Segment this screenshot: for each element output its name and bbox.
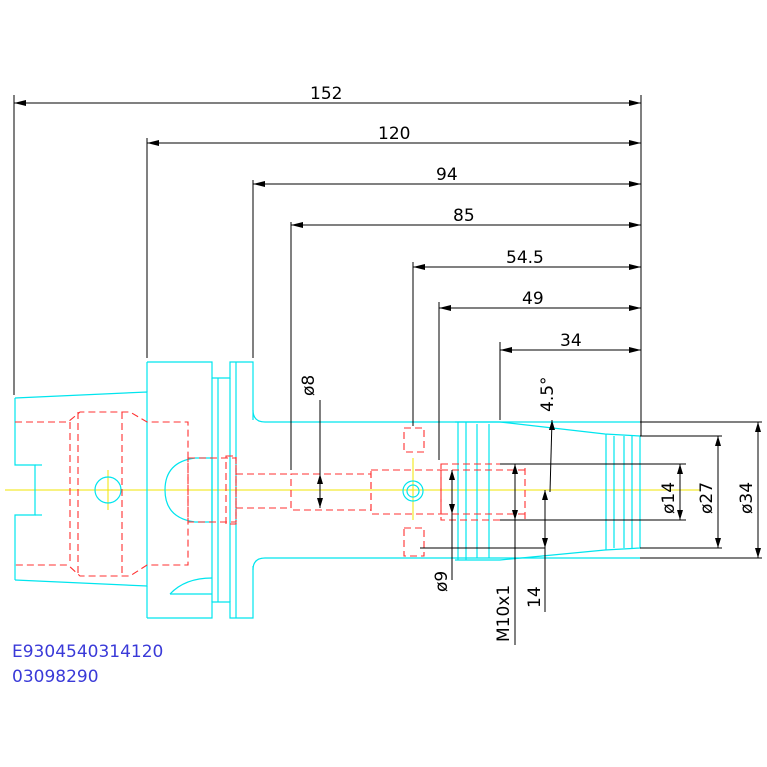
part-codes: E9304540314120 03098290 — [12, 642, 163, 687]
dim-49-label: 49 — [522, 289, 544, 309]
dia-8-label: ø8 — [299, 375, 319, 396]
part-code-line-1: E9304540314120 — [12, 642, 163, 662]
dim-34-label: 34 — [560, 331, 582, 351]
dimension-lines — [14, 100, 761, 645]
dim-85-label: 85 — [453, 206, 475, 226]
len-14-label: 14 — [525, 586, 545, 608]
part-code-line-2: 03098290 — [12, 667, 99, 687]
centerline — [5, 458, 700, 520]
dim-94-label: 94 — [436, 165, 458, 185]
extension-lines — [13, 95, 762, 559]
angle-label: 4.5° — [538, 376, 558, 412]
thread-label: M10x1 — [494, 585, 514, 642]
dim-152-label: 152 — [310, 84, 342, 104]
hidden-lines — [15, 411, 526, 577]
dim-54-5-label: 54.5 — [506, 248, 544, 268]
dimension-labels: 152 120 94 85 54.5 49 34 4.5° ø8 ø9 M10x… — [299, 84, 757, 642]
dia-14-label: ø14 — [659, 482, 679, 514]
dia-34-label: ø34 — [737, 482, 757, 514]
dia-9-label: ø9 — [432, 571, 452, 592]
dia-27-label: ø27 — [697, 482, 717, 514]
dim-120-label: 120 — [378, 124, 410, 144]
